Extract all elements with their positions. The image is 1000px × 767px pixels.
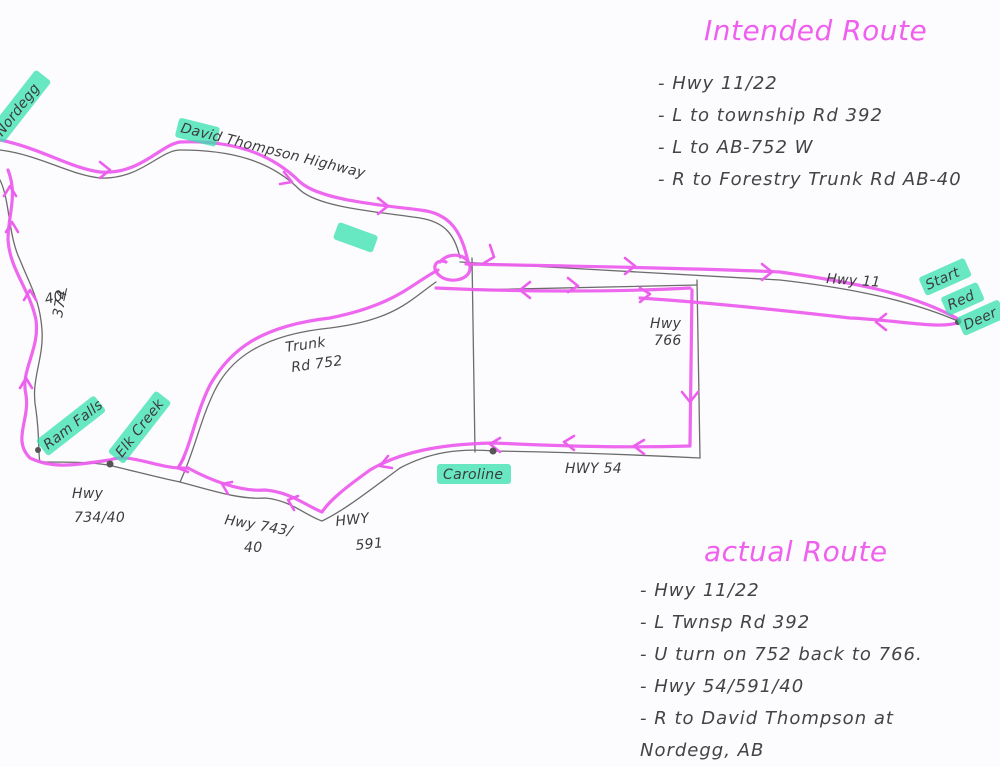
label-hwy-734-b: 734/40 <box>74 510 125 526</box>
intended-step: Hwy 11/22 <box>658 68 962 100</box>
arrow-icon <box>482 243 496 265</box>
route-hwy54-591 <box>186 441 692 514</box>
arrow-icon <box>2 184 18 198</box>
actual-step: R to David Thompson at <box>640 703 923 735</box>
label-david-thompson-highway: David Thompson Highway <box>175 118 378 253</box>
arrow-icon <box>562 434 576 452</box>
road-david-thompson <box>0 149 461 259</box>
arrow-icon <box>98 160 112 180</box>
label-hwy-591-a: HWY <box>335 510 371 530</box>
intended-step: L to township Rd 392 <box>658 100 962 132</box>
label-40-374-a: 40/ <box>43 286 71 307</box>
arrow-icon <box>638 286 652 304</box>
label-hwy-734-a: Hwy <box>72 486 104 502</box>
label-hwy-54: HWY 54 <box>565 461 622 477</box>
arrow-icon <box>278 170 294 186</box>
actual-step-continued: Nordegg, AB <box>640 740 765 761</box>
route-734-40 <box>6 168 190 470</box>
actual-step: Hwy 54/591/40 <box>640 671 923 703</box>
road-trunk-752 <box>179 281 437 483</box>
arrow-icon <box>760 262 774 282</box>
arrow-icon <box>874 312 888 332</box>
actual-step: L Twnsp Rd 392 <box>640 607 923 639</box>
arrow-icon <box>623 256 637 276</box>
actual-step: Hwy 11/22 <box>640 575 923 607</box>
town-dot-ram-falls <box>35 447 41 453</box>
arrow-icon <box>632 438 646 456</box>
arrow-icon <box>220 480 234 496</box>
route-arrows <box>2 160 888 512</box>
actual-route-steps: Hwy 11/22 L Twnsp Rd 392 U turn on 752 b… <box>640 575 923 767</box>
label-hwy-743-b: 40 <box>244 540 262 556</box>
label-hwy-766-b: 766 <box>654 333 682 349</box>
intended-route-steps: Hwy 11/22 L to township Rd 392 L to AB-7… <box>658 68 962 196</box>
arrow-icon <box>566 276 580 294</box>
arrow-icon <box>4 220 20 234</box>
intended-route-title: Intended Route <box>704 14 928 47</box>
label-elk-creek: Elk Creek <box>108 391 171 464</box>
label-nordegg: Nordegg <box>0 70 51 143</box>
intended-step: L to AB-752 W <box>658 132 962 164</box>
road-743-591 <box>179 449 495 522</box>
route-trunk-752 <box>176 268 440 470</box>
svg-text:Ram Falls: Ram Falls <box>41 397 107 453</box>
pencil-roads <box>0 149 961 522</box>
label-caroline: Caroline <box>437 464 511 484</box>
actual-route-title: actual Route <box>704 535 888 568</box>
route-hwy11-east <box>638 296 962 327</box>
svg-text:Caroline: Caroline <box>443 467 503 483</box>
intended-step: R to Forestry Trunk Rd AB-40 <box>658 164 962 196</box>
arrow-icon <box>22 288 38 302</box>
arrow-icon <box>176 456 190 474</box>
route-u-turn-loop <box>433 253 472 282</box>
label-ram-falls: Ram Falls <box>36 396 107 456</box>
label-40-374-b: 374 <box>50 289 71 319</box>
driven-route <box>0 138 962 514</box>
label-hwy-766-a: Hwy <box>650 316 682 332</box>
arrow-icon <box>680 390 700 404</box>
arrow-icon <box>376 196 390 216</box>
town-dot-elk-creek <box>106 460 114 468</box>
road-hwy-54 <box>493 450 701 459</box>
actual-step: U turn on 752 back to 766. <box>640 639 923 671</box>
arrow-icon <box>518 280 532 300</box>
svg-text:Elk Creek: Elk Creek <box>113 396 168 461</box>
label-trunk-b: Rd 752 <box>290 353 343 376</box>
road-40-374 <box>0 179 43 463</box>
route-hwy11-west <box>464 262 962 322</box>
road-hwy-766 <box>696 279 701 459</box>
road-north-south <box>471 257 476 453</box>
route-766 <box>688 288 694 446</box>
arrow-icon <box>18 376 34 390</box>
label-hwy-743-a: Hwy 743/ <box>223 512 294 540</box>
arrow-icon <box>488 436 502 454</box>
label-hwy-591-b: 591 <box>355 535 384 554</box>
town-dot-caroline <box>489 447 497 455</box>
label-trunk-a: Trunk <box>284 334 327 356</box>
label-hwy-11: Hwy 11 <box>826 271 881 291</box>
route-david-thompson <box>0 138 470 264</box>
arrow-icon <box>378 454 394 470</box>
arrow-icon <box>286 494 300 512</box>
